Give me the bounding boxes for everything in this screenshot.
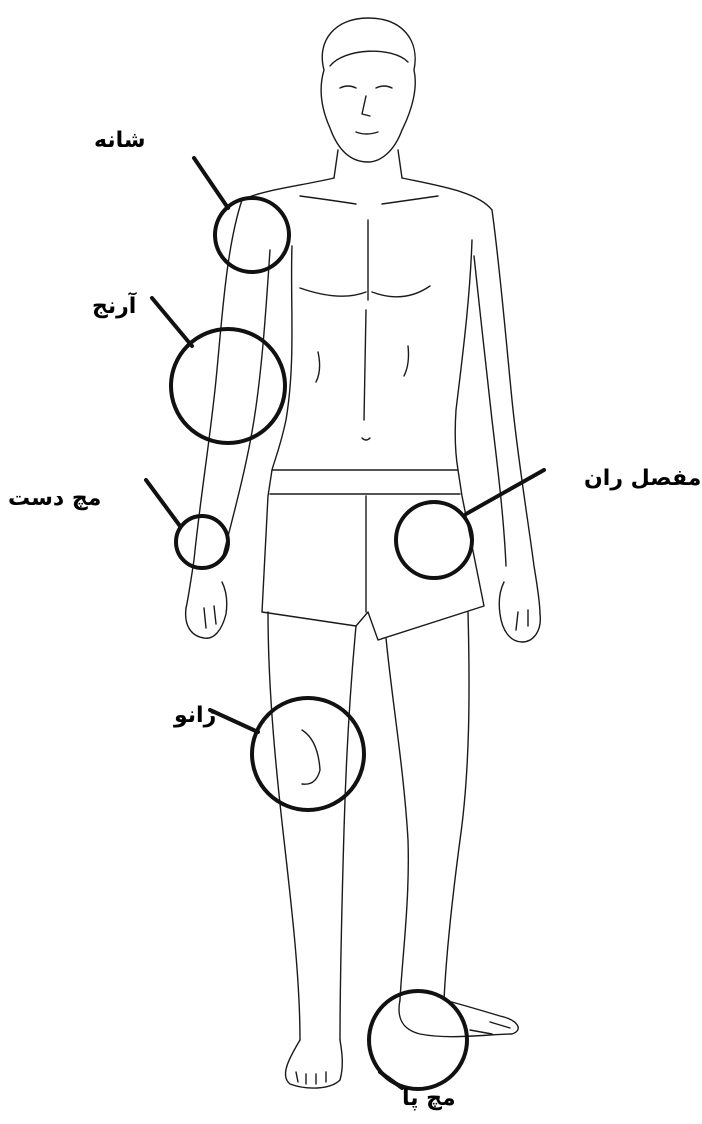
label-hip: مفصل ران <box>584 468 701 490</box>
foot-right <box>399 1000 518 1037</box>
abdomen-center <box>364 310 366 420</box>
right-eye <box>376 86 392 88</box>
clavicle-right <box>382 196 438 204</box>
label-elbow: آرنج <box>92 296 136 318</box>
arm-left-inner <box>222 250 270 560</box>
toes-left <box>296 1072 326 1084</box>
clavicle-left <box>300 196 356 204</box>
neck-left <box>334 150 338 178</box>
torso-right <box>455 240 472 470</box>
chest-right <box>372 286 430 297</box>
abdomen-right <box>404 346 409 376</box>
elbow-pointer <box>152 298 192 346</box>
chest-left <box>300 288 366 296</box>
neck-right <box>398 150 402 178</box>
hair-line <box>330 51 408 66</box>
arm-right-outer <box>492 210 540 614</box>
hand-left <box>186 582 227 638</box>
label-wrist: مچ دست <box>8 488 101 510</box>
hip-pointer <box>466 470 544 514</box>
head-outline <box>321 18 415 162</box>
navel <box>362 438 370 440</box>
leg-right-inner <box>386 638 408 1000</box>
torso-left <box>272 246 292 470</box>
arm-right-inner <box>474 256 506 566</box>
toes-right <box>470 1022 510 1034</box>
hip-marker <box>396 502 472 578</box>
hand-right <box>499 582 540 642</box>
shoulder-marker <box>215 198 289 272</box>
label-knee: زانو <box>174 705 216 727</box>
kneecap-left <box>302 730 320 784</box>
elbow-marker <box>171 329 285 443</box>
left-eye <box>340 86 356 88</box>
nose <box>362 96 370 116</box>
abdomen-left <box>316 352 320 382</box>
wrist-marker <box>176 516 228 568</box>
knee-pointer <box>210 710 258 732</box>
wrist-pointer <box>146 480 180 526</box>
label-shoulder: شانه <box>94 130 146 152</box>
foot-left <box>285 1040 342 1088</box>
leg-left-inner <box>340 626 356 1040</box>
shoulder-pointer <box>194 158 228 208</box>
leg-right-outer <box>444 612 469 1000</box>
ankle-pointer <box>380 1072 402 1088</box>
label-ankle: مچ پا <box>402 1088 456 1110</box>
shorts <box>262 470 484 640</box>
leg-left-outer <box>268 612 300 1040</box>
mouth <box>356 132 378 134</box>
shoulder-line-right <box>402 178 492 210</box>
arm-left-outer <box>186 200 242 608</box>
